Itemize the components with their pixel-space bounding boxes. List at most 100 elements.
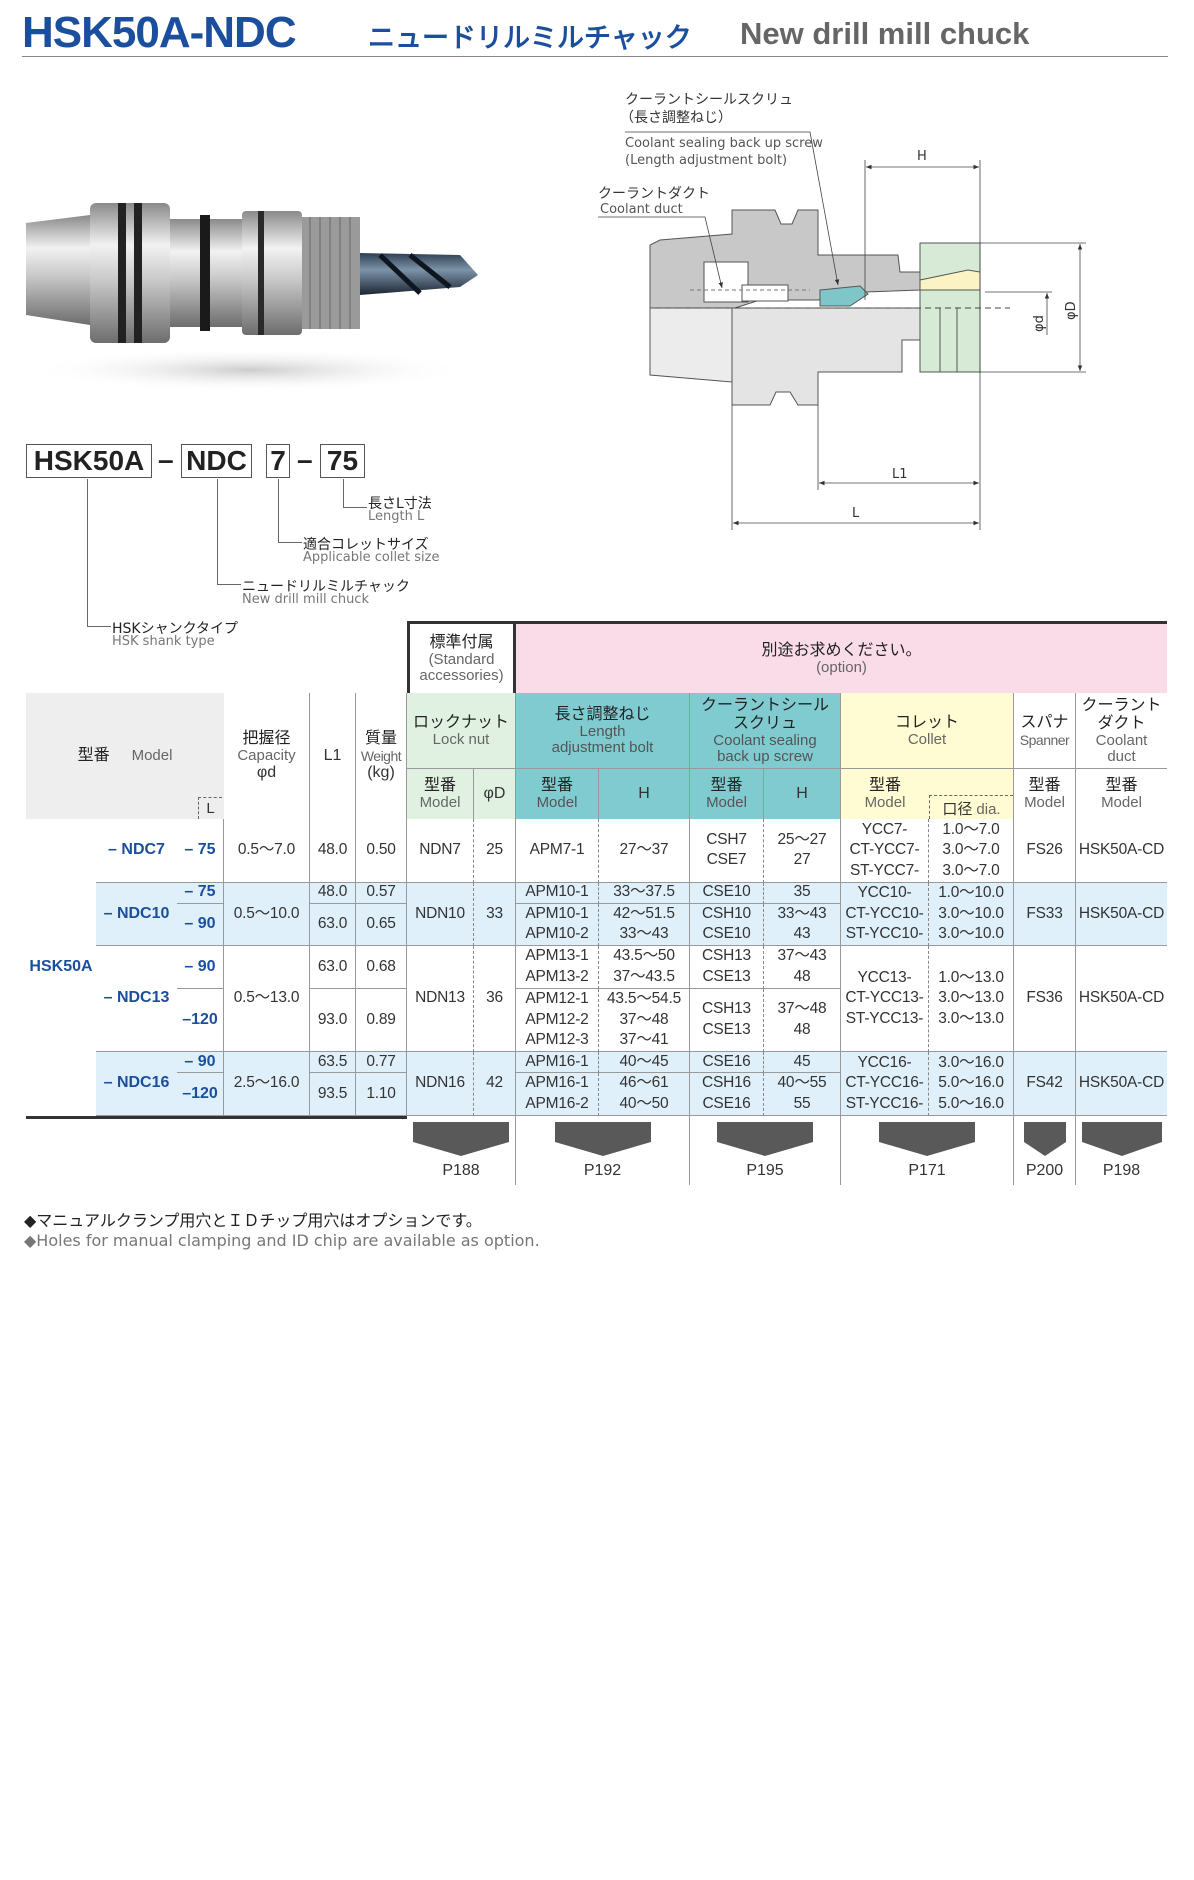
length-cell-text: –120: [182, 1084, 218, 1102]
weight-cell: 0.65: [356, 903, 407, 947]
subheader-locknut-model-text: 型番: [423, 777, 456, 794]
code-part-collet: 7: [266, 444, 290, 478]
spanner-cell: FS42: [1014, 1052, 1076, 1116]
duct-cell-text: HSK50A-CD: [1078, 841, 1165, 859]
bolt-h-cell-text: 37～48: [619, 1010, 669, 1028]
bolt-h-cell: 33～37.5: [599, 882, 690, 904]
page-reference-text[interactable]: P171: [908, 1161, 946, 1179]
locknut-d-cell-text: 36: [486, 989, 503, 1007]
header-coolant-duct-text: ダクト: [1097, 714, 1146, 732]
collet-dia-cell-text: 3.0～10.0: [938, 904, 1004, 922]
page-title-en: New drill mill chuck: [740, 16, 1030, 51]
header-coolant-duct-text: duct: [1107, 747, 1136, 765]
dim-phi-d: φd: [1032, 315, 1047, 332]
subheader-locknut-model-text: Model: [419, 794, 461, 811]
length-cell: – 90: [177, 903, 224, 947]
capacity-cell-text: 0.5～13.0: [233, 989, 300, 1007]
subheader-seal-model-text: 型番: [710, 777, 743, 794]
header-spanner-text: スパナ: [1020, 713, 1069, 731]
subheader-spanner-model-text: 型番: [1028, 777, 1061, 794]
bolt-h-cell-text: 27～37: [619, 841, 669, 859]
l1-cell: 48.0: [310, 819, 356, 883]
subheader-bolt-model-text: 型番: [540, 777, 573, 794]
seal-model-cell: CSE16: [690, 1052, 764, 1074]
collet-model-cell-text: ST-YCC10-: [845, 925, 924, 943]
series-cell: – NDC16: [96, 1052, 177, 1116]
seal-model-cell-text: CSH13: [702, 947, 751, 965]
page-reference-text[interactable]: P198: [1102, 1161, 1141, 1179]
page-reference[interactable]: P188: [407, 1115, 516, 1185]
page-reference[interactable]: P171: [841, 1115, 1014, 1185]
l1-cell-text: 93.5: [317, 1084, 348, 1102]
dia-en: dia.: [976, 801, 1001, 818]
weight-cell: 0.57: [356, 882, 407, 904]
page-reference-text[interactable]: P188: [442, 1161, 480, 1179]
collet-dia-cell-text: 3.0～16.0: [938, 1053, 1004, 1071]
spanner-cell-text: FS26: [1026, 841, 1063, 859]
seal-label-en: Coolant sealing back up screw: [625, 136, 823, 151]
duct-cell-text: HSK50A-CD: [1078, 1074, 1165, 1092]
dia-jp: 口径: [942, 801, 973, 818]
subheader-locknut-d-text: φD: [483, 785, 506, 802]
header-model-text: 型番: [77, 747, 110, 764]
page-reference[interactable]: P192: [516, 1115, 690, 1185]
collet-model-cell-text: ST-YCC7-: [849, 861, 920, 879]
page-reference-text[interactable]: P192: [583, 1161, 622, 1179]
header-weight-text: (kg): [367, 764, 395, 781]
locknut-d-cell-text: 42: [486, 1074, 503, 1092]
weight-cell-text: 0.50: [366, 841, 396, 859]
header-length-bolt-text: 長さ調整ねじ: [554, 705, 651, 723]
seal-h-cell-text: 37～43: [777, 947, 827, 965]
label-collet-jp: 適合コレットサイズ: [303, 537, 429, 553]
header-collet-text: Collet: [907, 730, 947, 748]
bolt-model-cell-text: APM12-1: [525, 990, 589, 1008]
length-cell-text: – 75: [184, 883, 216, 901]
seal-label-jp: クーラントシールスクリュ: [625, 92, 793, 108]
bolt-h-cell-text: 40～45: [619, 1052, 669, 1070]
seal-h-cell-text: 48: [793, 967, 811, 985]
capacity-cell: 2.5～16.0: [224, 1052, 310, 1116]
capacity-cell-text: 0.5～7.0: [237, 841, 296, 859]
collet-model-cell-text: CT-YCC16-: [845, 1074, 924, 1092]
page-title-code: HSK50A-NDC: [22, 8, 297, 57]
locknut-d-cell: 25: [474, 819, 516, 883]
seal-model-cell-text: CSE16: [702, 1094, 751, 1112]
page-title-jp: ニュードリルミルチャック: [368, 23, 692, 54]
page-reference-text[interactable]: P195: [746, 1161, 784, 1179]
l1-cell-text: 63.0: [317, 957, 348, 975]
collet-model-cell-text: ST-YCC13-: [845, 1009, 924, 1027]
header-model-text: Model: [131, 747, 173, 764]
subheader-seal-h-text: H: [796, 785, 808, 802]
page-reference[interactable]: P195: [690, 1115, 841, 1185]
page-reference-text[interactable]: P200: [1025, 1161, 1064, 1179]
duct-cell-text: HSK50A-CD: [1078, 989, 1165, 1007]
l1-cell-text: 63.0: [317, 915, 348, 933]
length-cell: – 75: [177, 819, 224, 883]
seal-h-cell-text: 45: [793, 1052, 811, 1070]
locknut-model-cell: NDN10: [407, 882, 474, 947]
bolt-model-cell-text: APM16-2: [525, 1094, 589, 1112]
collet-dia-cell-text: 1.0～7.0: [942, 820, 1000, 838]
page-reference[interactable]: P198: [1076, 1115, 1167, 1185]
collet-dia-cell-text: 5.0～16.0: [938, 1074, 1004, 1092]
spanner-cell-text: FS36: [1026, 989, 1063, 1007]
bolt-model-cell-text: APM16-1: [525, 1074, 589, 1092]
seal-model-cell-text: CSH10: [702, 904, 751, 922]
bolt-model-cell: APM10-1: [516, 882, 599, 904]
spanner-cell-text: FS42: [1026, 1074, 1063, 1092]
shank-type-cell-text: HSK50A: [29, 958, 93, 976]
page-reference[interactable]: P200: [1014, 1115, 1076, 1185]
product-photo: [26, 203, 478, 392]
seal-h-cell: 37～43 48: [764, 946, 841, 989]
capacity-cell-text: 2.5～16.0: [233, 1074, 300, 1092]
locknut-model-cell-text: NDN7: [419, 841, 461, 859]
code-separator: –: [297, 444, 313, 475]
